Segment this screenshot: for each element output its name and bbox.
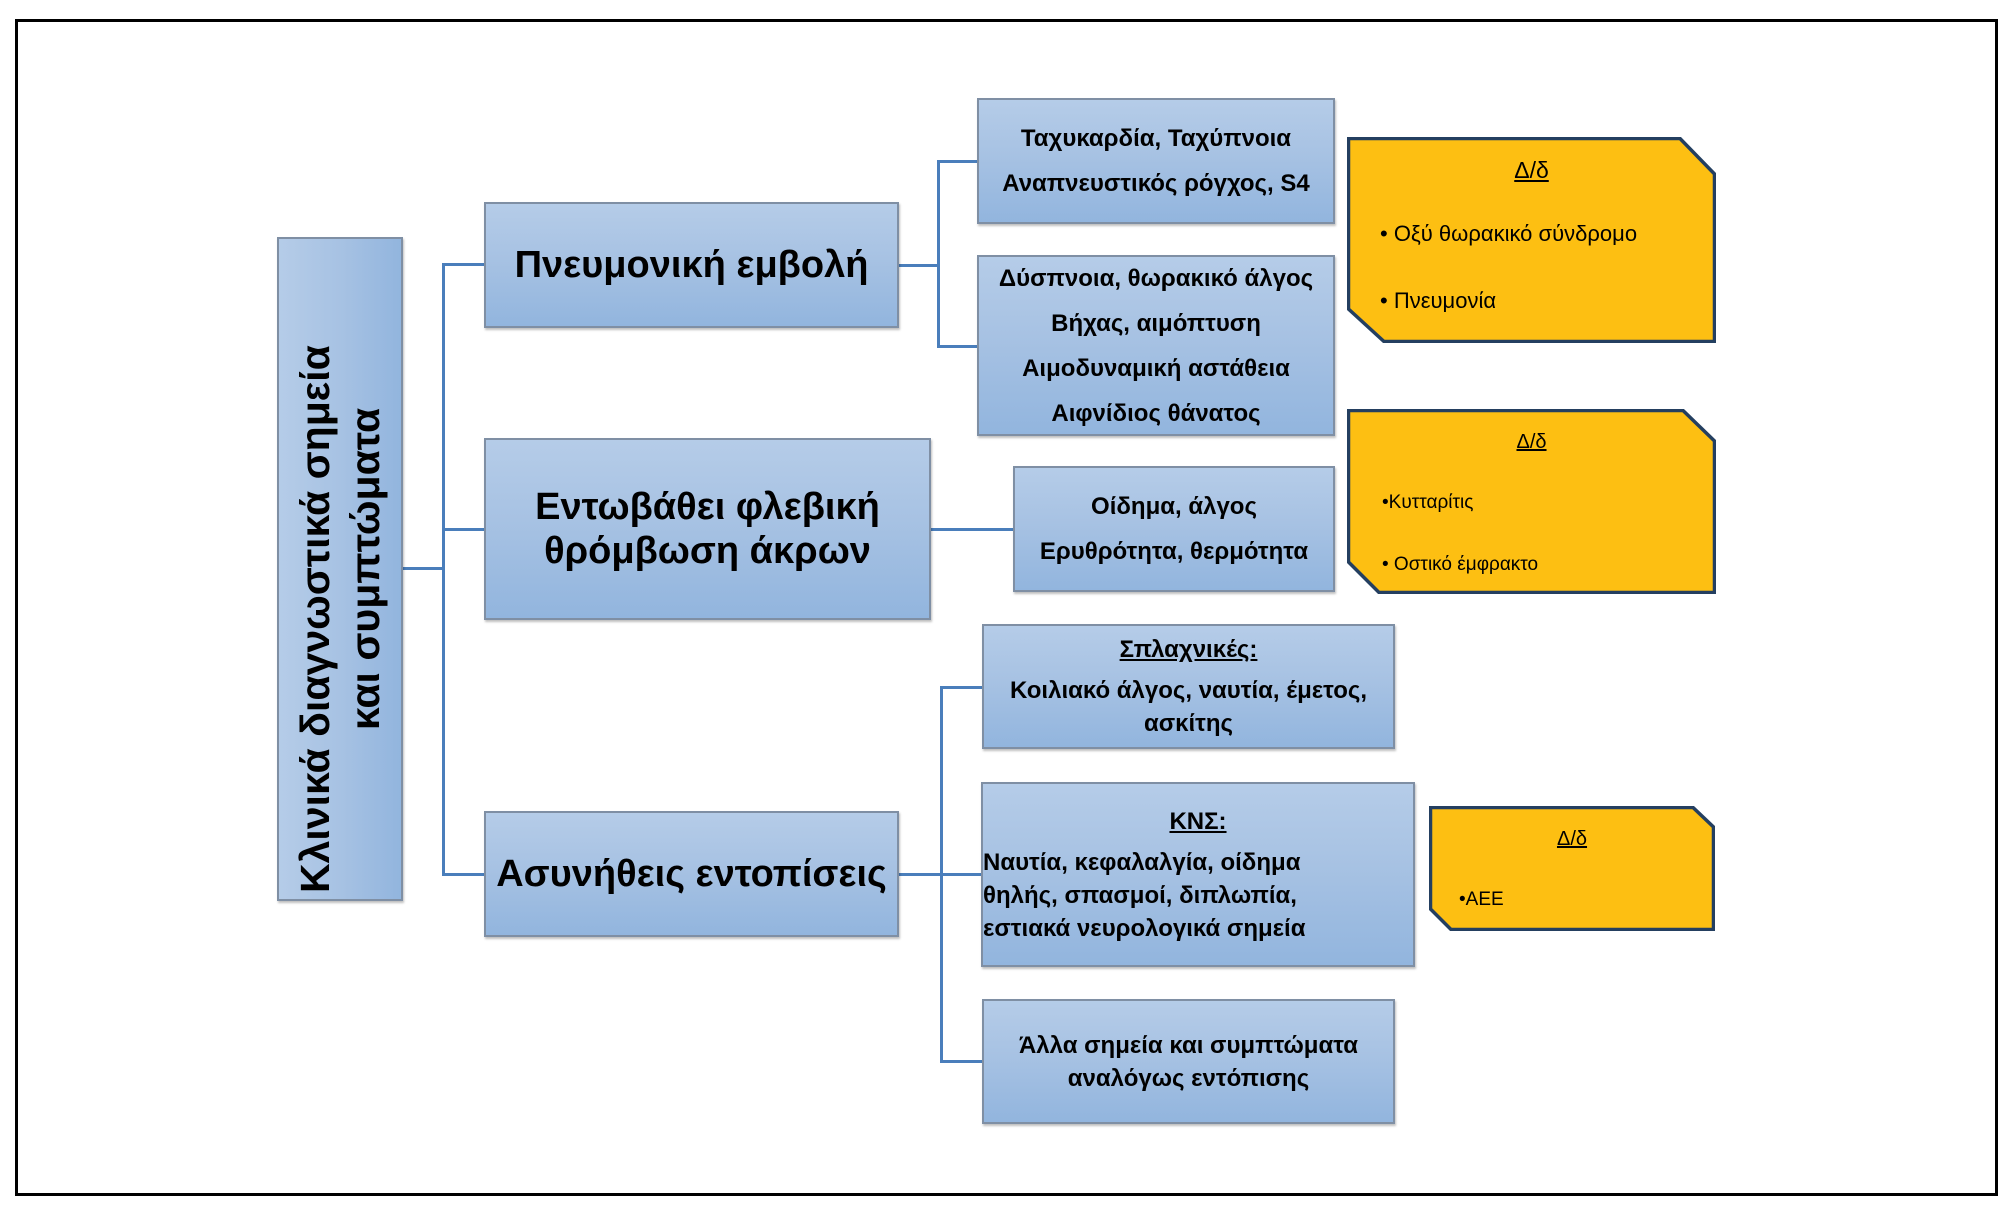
connector (937, 345, 977, 348)
symptom-line: ασκίτης (1143, 710, 1234, 737)
symptom-line: Οίδημα, άλγος (1091, 493, 1257, 520)
connector (898, 264, 938, 267)
differential-box: Δ/δ •Κυτταρίτις • Οστικό έμφρακτο (1347, 409, 1716, 594)
connector (442, 873, 484, 876)
connector (937, 160, 977, 163)
symptom-box: Οίδημα, άλγος Ερυθρότητα, θερμότητα (1013, 466, 1335, 592)
differential-item: •Κυτταρίτις (1382, 492, 1474, 513)
differential-item: • Οστικό έμφρακτο (1382, 554, 1539, 575)
symptom-heading: ΚΝΣ: (1169, 807, 1227, 835)
connector (442, 528, 484, 531)
differential-box: Δ/δ •AEE (1429, 806, 1715, 931)
connector (930, 528, 1013, 531)
differential-shape (1347, 137, 1716, 343)
symptom-box-visceral: Σπλαχνικές: Κοιλιακό άλγος, ναυτία, έμετ… (982, 624, 1395, 749)
branch-label: Πνευμονική εμβολή (514, 244, 869, 286)
symptom-line: Βήχας, αιμόπτυση (1051, 309, 1261, 337)
connector (940, 1060, 982, 1063)
branch-label: θρόμβωση άκρων (544, 530, 871, 572)
symptom-line: Αιφνίδιος θάνατος (1051, 399, 1261, 427)
symptom-line: Ταχυκαρδία, Ταχύπνοια (1020, 125, 1292, 152)
symptom-line: Ερυθρότητα, θερμότητα (1039, 538, 1309, 565)
symptom-line: Αναπνευστικός ρόγχος, S4 (1002, 170, 1310, 197)
differential-item: • Πνευμονία (1380, 288, 1497, 313)
branch-pulmonary-embolism: Πνευμονική εμβολή (484, 202, 899, 328)
connector (442, 263, 445, 876)
symptom-line: αναλόγως εντόπισης (1067, 1064, 1310, 1092)
differential-shape (1429, 806, 1715, 931)
symptom-line: εστιακά νευρολογικά σημεία (983, 914, 1306, 942)
branch-deep-vein-thrombosis: Εντωβάθει φλεβική θρόμβωση άκρων (484, 438, 931, 620)
connector (403, 567, 444, 570)
symptom-line: Δύσπνοια, θωρακικό άλγος (998, 264, 1314, 292)
connector (442, 263, 484, 266)
branch-unusual-locations: Ασυνήθεις εντοπίσεις (484, 811, 899, 937)
root-title-line2: και συμπτώματα (342, 407, 388, 731)
branch-label: Εντωβάθει φλεβική (535, 486, 880, 528)
root-title-line1: Κλινικά διαγνωστικά σημεία (292, 345, 338, 893)
connector (940, 686, 943, 1063)
symptom-line: Κοιλιακό άλγος, ναυτία, έμετος, (1009, 677, 1367, 704)
connector (940, 686, 982, 689)
symptom-box: Ταχυκαρδία, Ταχύπνοια Αναπνευστικός ρόγχ… (977, 98, 1335, 224)
differential-title: Δ/δ (1514, 157, 1549, 183)
figure-frame (15, 19, 1998, 1196)
root-node: Κλινικά διαγνωστικά σημεία και συμπτώματ… (277, 237, 403, 901)
symptom-line: Αιμοδυναμική αστάθεια (1022, 354, 1290, 382)
differential-title: Δ/δ (1516, 431, 1547, 453)
symptom-heading: Σπλαχνικές: (1119, 636, 1258, 663)
connector (898, 873, 981, 876)
differential-box: Δ/δ • Οξύ θωρακικό σύνδρομο • Πνευμονία (1347, 137, 1716, 343)
branch-label: Ασυνήθεις εντοπίσεις (496, 853, 887, 895)
symptom-line: θηλής, σπασμοί, διπλωπία, (983, 881, 1297, 909)
differential-shape (1347, 409, 1716, 594)
symptom-box-other: Άλλα σημεία και συμπτώματα αναλόγως εντό… (982, 999, 1395, 1124)
differential-item: • Οξύ θωρακικό σύνδρομο (1380, 221, 1638, 246)
symptom-line: Άλλα σημεία και συμπτώματα (1018, 1031, 1359, 1059)
symptom-line: Ναυτία, κεφαλαλγία, οίδημα (983, 848, 1301, 876)
differential-item: •AEE (1459, 889, 1504, 910)
connector (937, 160, 940, 348)
symptom-box-cns: ΚΝΣ: Ναυτία, κεφαλαλγία, οίδημα θηλής, σ… (981, 782, 1415, 967)
differential-title: Δ/δ (1556, 828, 1588, 850)
symptom-box: Δύσπνοια, θωρακικό άλγος Βήχας, αιμόπτυσ… (977, 255, 1335, 436)
